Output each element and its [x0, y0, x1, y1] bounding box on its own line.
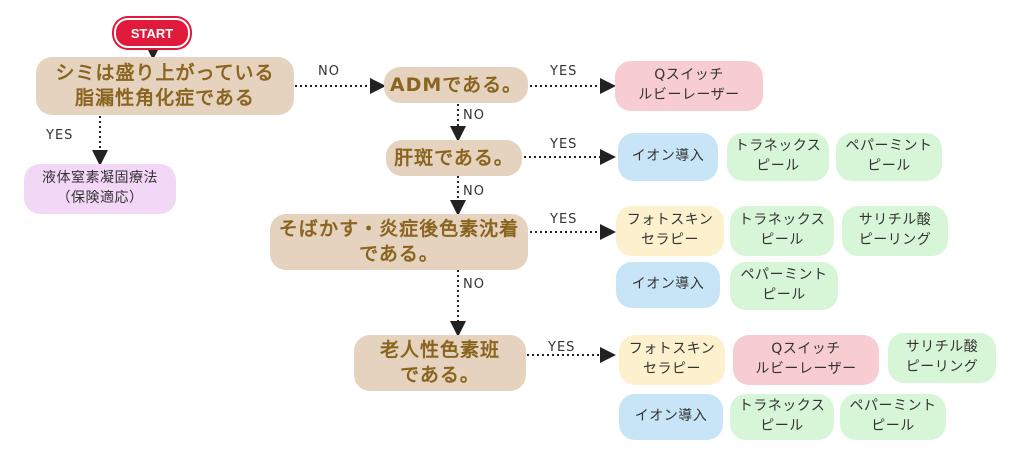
- result-ion-introduction: イオン導入: [619, 394, 723, 440]
- result-photoskin-therapy: フォトスキン セラピー: [616, 206, 724, 256]
- result-q-switch-ruby-laser: Qスイッチ ルビーレーザー: [615, 61, 763, 111]
- label-no: NO: [463, 277, 485, 292]
- question-adm: ADMである。: [384, 67, 528, 103]
- question-roujin: 老人性色素班 である。: [354, 335, 526, 391]
- result-liquid-nitrogen: 液体窒素凝固療法 （保険適応）: [24, 164, 176, 214]
- result-q-switch-ruby-laser: Qスイッチ ルビーレーザー: [733, 335, 879, 385]
- label-no: NO: [463, 184, 485, 199]
- result-ion-introduction: イオン導入: [616, 262, 720, 308]
- result-peppermint-peel: ペパーミント ピール: [840, 394, 946, 440]
- label-no: NO: [318, 64, 340, 79]
- question-sobakasu: そばかす・炎症後色素沈着 である。: [270, 214, 528, 270]
- result-photoskin-therapy: フォトスキン セラピー: [619, 335, 725, 385]
- label-no: NO: [463, 108, 485, 123]
- label-yes: YES: [548, 340, 576, 355]
- question-seborrheic-keratosis: シミは盛り上がっている 脂漏性角化症である: [36, 57, 294, 115]
- result-tranex-peel: トラネックス ピール: [727, 133, 829, 181]
- result-tranex-peel: トラネックス ピール: [730, 394, 834, 440]
- result-peppermint-peel: ペパーミント ピール: [730, 262, 838, 310]
- result-salicylic-peeling: サリチル酸 ピーリング: [842, 206, 948, 256]
- result-tranex-peel: トラネックス ピール: [730, 206, 834, 256]
- result-salicylic-peeling: サリチル酸 ピーリング: [888, 333, 996, 383]
- question-kanpan: 肝斑である。: [386, 140, 522, 176]
- label-yes: YES: [550, 212, 578, 227]
- result-ion-introduction: イオン導入: [618, 133, 718, 181]
- label-yes: YES: [46, 128, 74, 143]
- result-peppermint-peel: ペパーミント ピール: [836, 133, 942, 181]
- label-yes: YES: [550, 137, 578, 152]
- label-yes: YES: [550, 64, 578, 79]
- start-badge: START: [114, 18, 190, 48]
